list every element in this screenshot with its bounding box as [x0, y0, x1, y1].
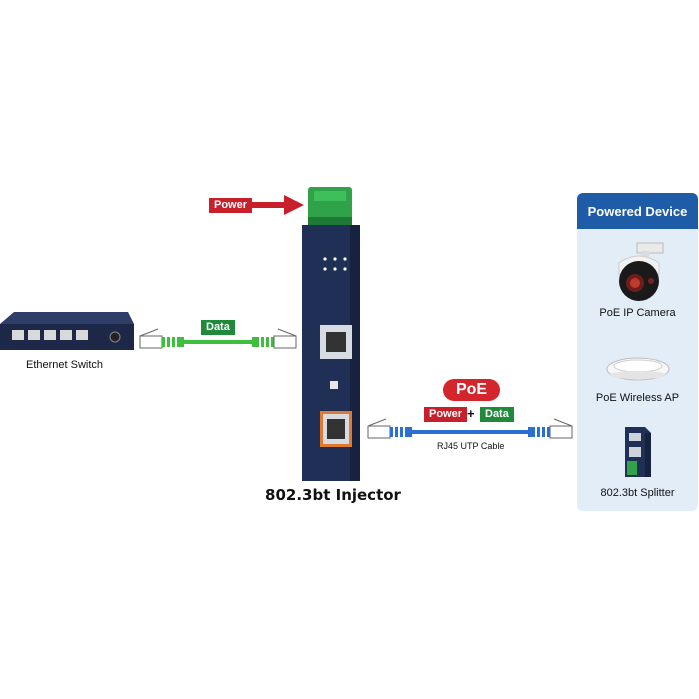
poe-data-tag: Data — [480, 407, 514, 422]
poe-power-tag: Power — [424, 407, 468, 422]
data-link-tag: Data — [201, 320, 235, 335]
ethernet-switch-icon — [0, 312, 134, 350]
panel-item-label: PoE Wireless AP — [595, 392, 680, 404]
panel-item-label: PoE IP Camera — [599, 307, 676, 319]
panel-item-label: 802.3bt Splitter — [600, 487, 675, 499]
panel-title: Powered Device — [577, 193, 698, 229]
injector-caption: 802.3bt Injector — [265, 486, 401, 504]
plus-sign: + — [467, 406, 475, 421]
switch-caption: Ethernet Switch — [26, 359, 104, 371]
power-input-tag: Power — [209, 198, 253, 213]
injector-device — [302, 187, 360, 481]
ip-camera-icon — [618, 242, 664, 301]
power-arrow-icon — [252, 195, 304, 215]
cable-label: RJ45 UTP Cable — [437, 441, 505, 451]
wireless-ap-icon — [606, 357, 670, 381]
poe-badge: PoE — [443, 379, 500, 401]
blue-poe-cable — [367, 418, 573, 439]
powered-device-panel: Powered Device PoE IP Camera PoE Wireles… — [577, 193, 698, 511]
green-data-cable — [139, 328, 297, 349]
splitter-icon — [625, 427, 651, 477]
